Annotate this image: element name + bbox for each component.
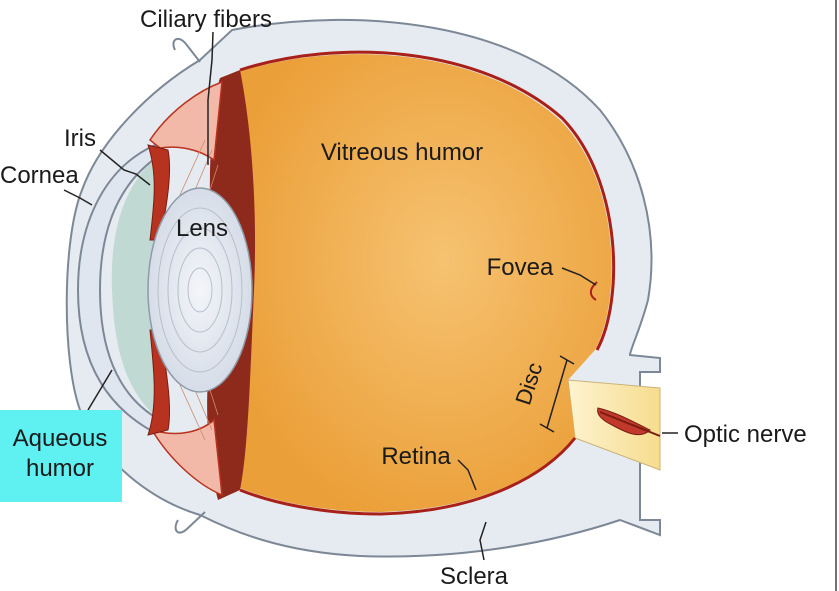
fovea-pit (589, 281, 598, 301)
aqueous-leader (87, 369, 113, 411)
retina (239, 50, 616, 351)
label-optic-nerve: Optic nerve (684, 421, 807, 448)
aqueous-highlight (0, 410, 122, 502)
zonule-fibers (179, 139, 219, 441)
ciliary-muscle-upper (148, 80, 223, 162)
label-retina: Retina (381, 443, 451, 470)
retina-leader (457, 459, 477, 491)
label-fovea: Fovea (487, 254, 554, 281)
lens-rings (157, 207, 243, 373)
label-vitreous-humor: Vitreous humor (321, 139, 483, 166)
label-iris: Iris (64, 125, 96, 152)
aqueous-chamber (111, 155, 162, 420)
fovea-leader (561, 267, 597, 286)
label-cornea: Cornea (0, 162, 79, 189)
sclera-leader (479, 521, 487, 561)
retina-lower (239, 437, 577, 516)
lower-fold (174, 511, 206, 534)
label-aqueous-line1: Aqueous (13, 425, 108, 452)
ciliary-fibers-leader (207, 31, 214, 165)
leader-lines (63, 31, 678, 561)
vitreous-body (238, 54, 612, 512)
upper-fold (172, 37, 201, 63)
label-lens: Lens (176, 215, 228, 242)
label-aqueous-line2: humor (26, 455, 94, 482)
label-sclera: Sclera (440, 563, 509, 590)
lens (147, 187, 253, 393)
cornea-leader (63, 189, 93, 206)
label-ciliary-fibers: Ciliary fibers (140, 6, 272, 33)
disc-marker (539, 355, 575, 433)
iris-leader (99, 149, 151, 186)
optic-artery (599, 411, 661, 437)
